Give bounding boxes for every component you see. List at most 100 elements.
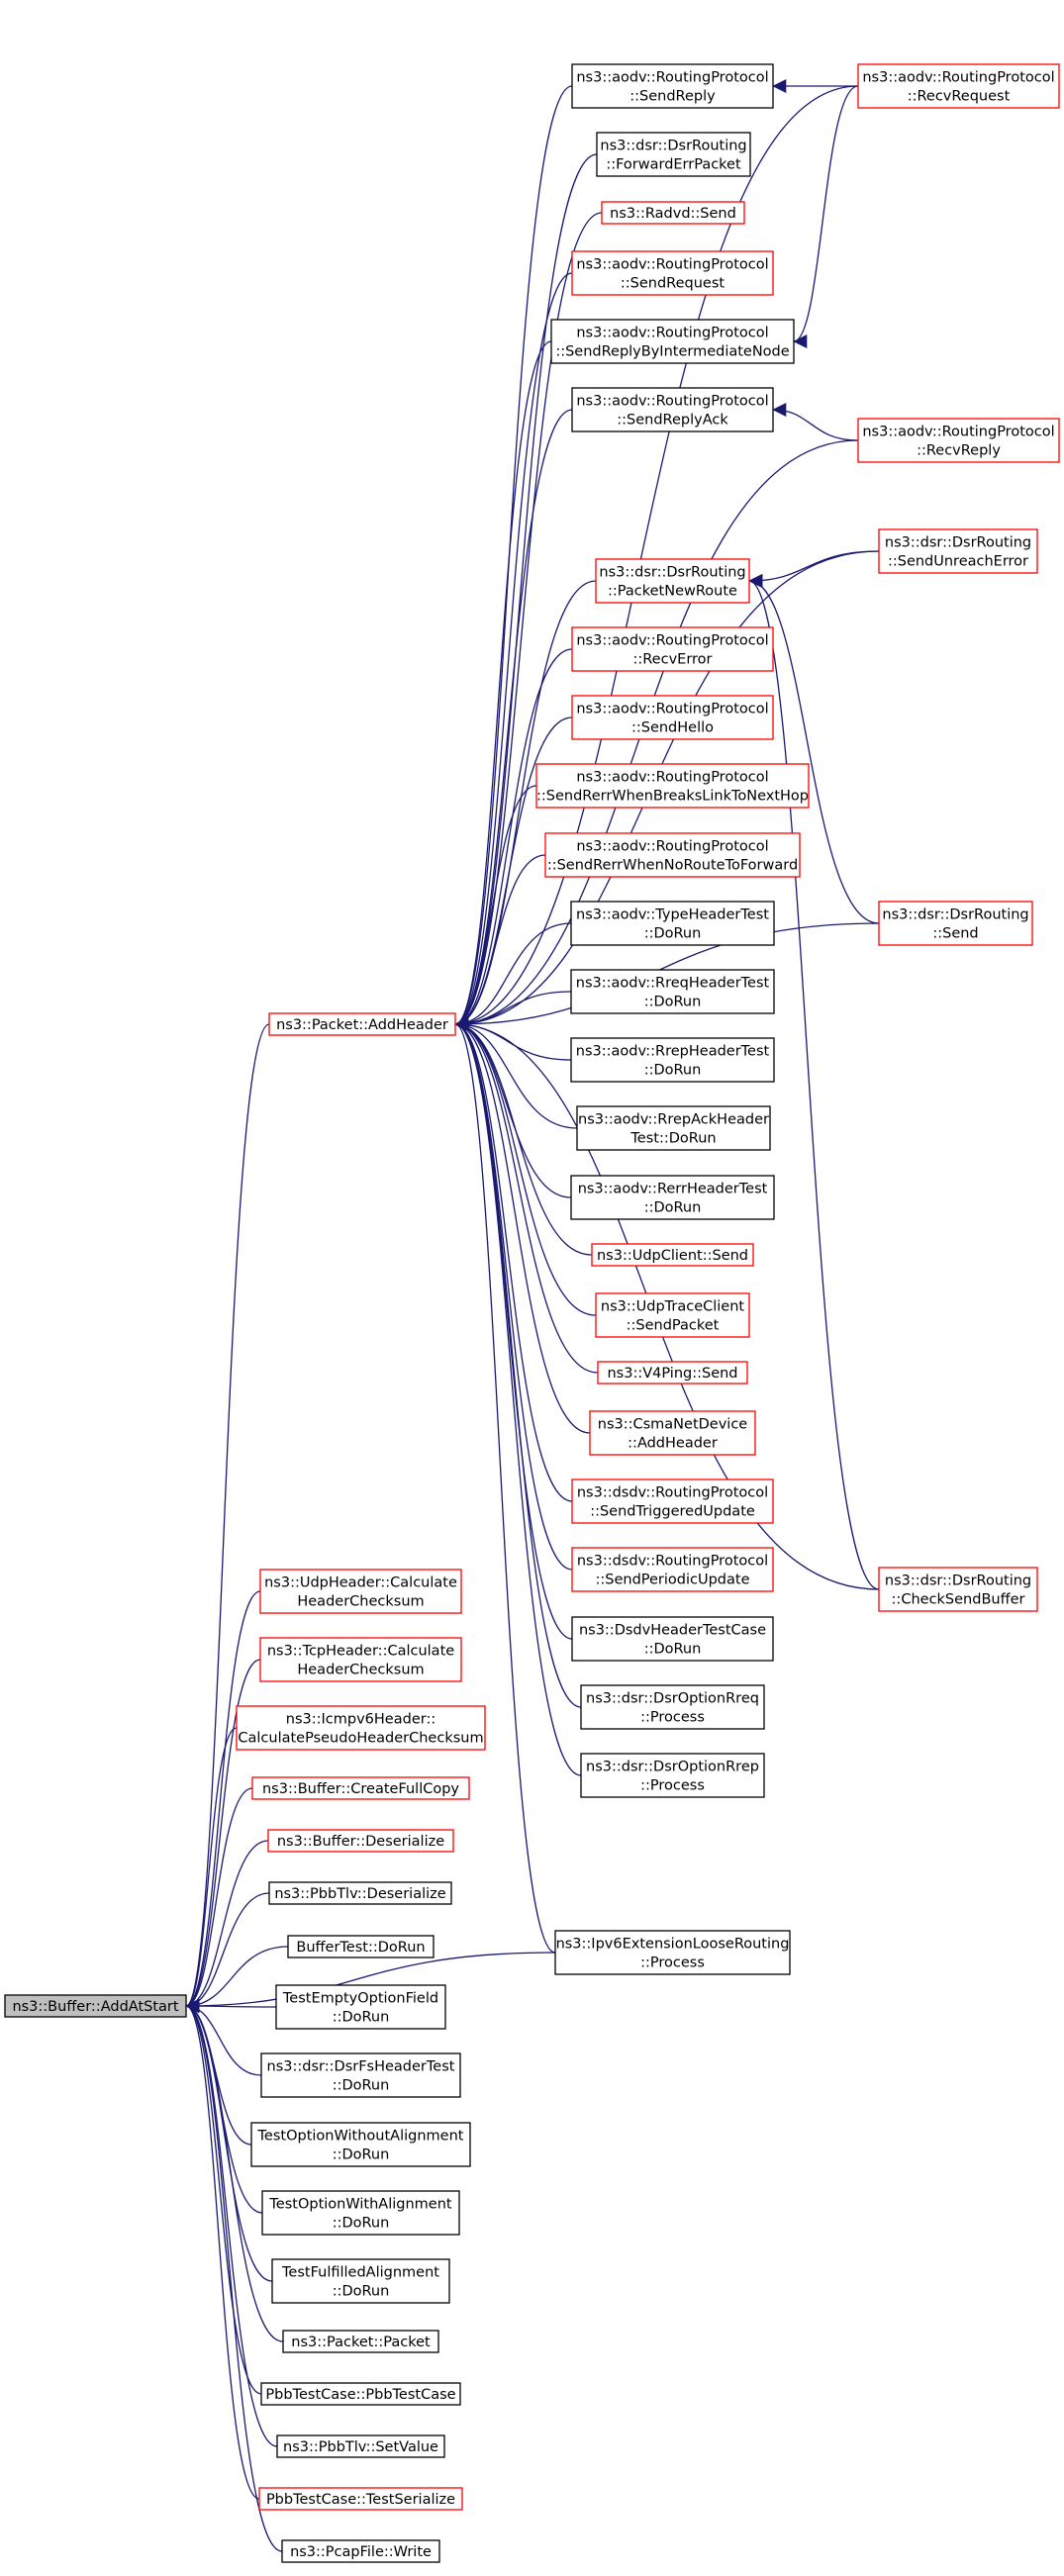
node-box-ipv6_looserouting [554,1930,791,1975]
edge-buffer_createfullcopy-to-root [185,1787,253,2013]
node-label-csma_addheader-line-0: ns3::CsmaNetDevice [598,1417,748,1433]
node-box-aodv_sendrequest [571,250,774,296]
node-label-aodv_typeheadertest-line-0: ns3::aodv::TypeHeaderTest [576,907,769,923]
node-dsr_checksendbuffer[interactable]: ns3::dsr::DsrRouting::CheckSendBuffer [878,1567,1038,1612]
node-pcapfile_write[interactable]: ns3::PcapFile::Write [281,2539,440,2563]
node-dsr_packetnewroute[interactable]: ns3::dsr::DsrRouting::PacketNewRoute [595,558,750,604]
node-aodv_recvreply[interactable]: ns3::aodv::RoutingProtocol::RecvReply [857,418,1060,463]
node-testemptyoption[interactable]: TestEmptyOptionField::DoRun [275,1984,446,2030]
node-buffertest_dorun[interactable]: BufferTest::DoRun [287,1935,435,1958]
node-box-testemptyoption [275,1984,446,2030]
node-aodv_rrepheadertest[interactable]: ns3::aodv::RrepHeaderTest::DoRun [570,1037,775,1083]
edge-aodv_typeheadertest-to-addheader [454,922,572,1031]
node-udptraceclient_sendpacket[interactable]: ns3::UdpTraceClient::SendPacket [595,1292,750,1338]
node-box-pcapfile_write [281,2539,440,2563]
node-box-pbbtestcase_pbbtestcase [260,2382,461,2406]
node-packet_packet[interactable]: ns3::Packet::Packet [282,2330,439,2353]
node-label-udptraceclient_sendpacket-line-1: ::SendPacket [627,1318,720,1334]
node-box-addheader [268,1012,456,1036]
node-label-dsr_fsheadertest-line-1: ::DoRun [333,2078,390,2094]
node-label-tcpheader_checksum-line-1: HeaderChecksum [297,1663,424,1678]
node-label-aodv_recvrequest-line-0: ns3::aodv::RoutingProtocol [862,70,1054,86]
node-aodv_recvrequest[interactable]: ns3::aodv::RoutingProtocol::RecvRequest [857,63,1060,109]
node-label-testemptyoption-line-1: ::DoRun [333,2010,390,2026]
node-aodv_recverror[interactable]: ns3::aodv::RoutingProtocol::RecvError [571,626,774,672]
node-label-aodv_sendrequest-line-1: ::SendRequest [621,276,725,292]
node-testoptionwithout[interactable]: TestOptionWithoutAlignment::DoRun [250,2122,471,2167]
node-dsdv_headertestcase[interactable]: ns3::DsdvHeaderTestCase::DoRun [571,1616,774,1662]
node-label-aodv_rerrheadertest-line-0: ns3::aodv::RerrHeaderTest [578,1182,768,1197]
node-testoptionwith[interactable]: TestOptionWithAlignment::DoRun [261,2190,460,2236]
node-csma_addheader[interactable]: ns3::CsmaNetDevice::AddHeader [589,1410,756,1456]
node-label-csma_addheader-line-1: ::AddHeader [628,1436,718,1452]
node-box-aodv_rrepackheadertest [576,1105,771,1151]
node-udpclient_send[interactable]: ns3::UdpClient::Send [591,1243,754,1267]
node-radvd_send[interactable]: ns3::Radvd::Send [601,201,745,225]
edge-aodv_sendrerrbreaks-to-addheader [454,785,537,1031]
node-dsr_fwderr[interactable]: ns3::dsr::DsrRouting::ForwardErrPacket [596,132,751,177]
edge-packet_packet-to-root [185,1999,284,2342]
node-label-dsdv_sendtriggered-line-0: ns3::dsdv::RoutingProtocol [577,1485,768,1501]
node-dsr_optionrrep[interactable]: ns3::dsr::DsrOptionRrep::Process [580,1753,765,1798]
node-v4ping_send[interactable]: ns3::V4Ping::Send [597,1361,748,1384]
node-box-dsr_optionrrep [580,1753,765,1798]
node-label-aodv_rerrheadertest-line-1: ::DoRun [644,1200,702,1216]
node-root[interactable]: ns3::Buffer::AddAtStart [4,1994,187,2018]
node-box-radvd_send [601,201,745,225]
node-box-pbbtlv_deserialize [268,1881,452,1905]
node-addheader[interactable]: ns3::Packet::AddHeader [268,1012,456,1036]
node-label-dsr_optionrreq-line-0: ns3::dsr::DsrOptionRreq [586,1691,759,1707]
edge-testemptyoption-to-root [185,1999,277,2014]
node-aodv_rerrheadertest[interactable]: ns3::aodv::RerrHeaderTest::DoRun [570,1175,775,1220]
node-pbbtlv_setvalue[interactable]: ns3::PbbTlv::SetValue [276,2434,445,2458]
node-label-dsr_send-line-1: ::Send [932,926,978,942]
node-aodv_rreqheadertest[interactable]: ns3::aodv::RreqHeaderTest::DoRun [570,969,775,1014]
node-box-aodv_sendreply [571,63,774,109]
node-box-udptraceclient_sendpacket [595,1292,750,1338]
node-label-dsdv_sendtriggered-line-1: ::SendTriggeredUpdate [590,1504,755,1520]
node-buffer_createfullcopy[interactable]: ns3::Buffer::CreateFullCopy [251,1776,470,1800]
node-label-dsr_sendunreacherror-line-1: ::SendUnreachError [888,554,1028,570]
node-label-dsdv_sendperiodic-line-1: ::SendPeriodicUpdate [595,1573,749,1588]
node-box-pbbtestcase_testserialize [258,2487,463,2511]
node-box-tcpheader_checksum [259,1637,462,1682]
node-dsr_sendunreacherror[interactable]: ns3::dsr::DsrRouting::SendUnreachError [878,528,1038,574]
node-pbbtestcase_testserialize[interactable]: PbbTestCase::TestSerialize [258,2487,463,2511]
node-label-dsr_sendunreacherror-line-0: ns3::dsr::DsrRouting [885,535,1031,551]
node-aodv_sendrerrnoroute[interactable]: ns3::aodv::RoutingProtocol::SendRerrWhen… [544,832,801,878]
node-box-testfulfilled [271,2258,450,2304]
node-dsdv_sendperiodic[interactable]: ns3::dsdv::RoutingProtocol::SendPeriodic… [571,1547,774,1592]
node-label-aodv_sendrerrbreaks-line-0: ns3::aodv::RoutingProtocol [576,770,768,786]
node-box-root [4,1994,187,2018]
node-aodv_sendreplyintermediate[interactable]: ns3::aodv::RoutingProtocol::SendReplyByI… [550,319,795,364]
edge-pbbtestcase_testserialize-to-root [185,1999,260,2500]
node-aodv_typeheadertest[interactable]: ns3::aodv::TypeHeaderTest::DoRun [570,901,775,946]
node-aodv_sendrequest[interactable]: ns3::aodv::RoutingProtocol::SendRequest [571,250,774,296]
node-label-root-line-0: ns3::Buffer::AddAtStart [12,1999,178,2015]
node-aodv_sendreply[interactable]: ns3::aodv::RoutingProtocol::SendReply [571,63,774,109]
node-pbbtlv_deserialize[interactable]: ns3::PbbTlv::Deserialize [268,1881,452,1905]
node-icmpv6_checksum[interactable]: ns3::Icmpv6Header::CalculatePseudoHeader… [236,1705,486,1751]
node-dsdv_sendtriggered[interactable]: ns3::dsdv::RoutingProtocol::SendTriggere… [571,1479,774,1524]
edge-addheader-to-root [185,1023,270,2013]
node-label-pbbtestcase_testserialize-line-0: PbbTestCase::TestSerialize [266,2492,455,2508]
node-buffer_deserialize[interactable]: ns3::Buffer::Deserialize [267,1829,454,1853]
node-label-testemptyoption-line-0: TestEmptyOptionField [282,1991,438,2007]
node-dsr_optionrreq[interactable]: ns3::dsr::DsrOptionRreq::Process [580,1684,765,1730]
node-box-aodv_typeheadertest [570,901,775,946]
node-dsr_fsheadertest[interactable]: ns3::dsr::DsrFsHeaderTest::DoRun [260,2052,461,2098]
edge-pbbtlv_setvalue-to-root [185,1999,278,2447]
node-ipv6_looserouting[interactable]: ns3::Ipv6ExtensionLooseRouting::Process [554,1930,791,1975]
node-label-testfulfilled-line-0: TestFulfilledAlignment [281,2265,439,2281]
node-aodv_sendrerrbreaks[interactable]: ns3::aodv::RoutingProtocol::SendRerrWhen… [535,763,810,809]
node-dsr_send[interactable]: ns3::dsr::DsrRouting::Send [878,901,1033,946]
node-layer: ns3::Buffer::AddAtStart ns3::Packet::AddH… [4,63,1060,2563]
node-testfulfilled[interactable]: TestFulfilledAlignment::DoRun [271,2258,450,2304]
node-aodv_sendreplyack[interactable]: ns3::aodv::RoutingProtocol::SendReplyAck [571,387,774,432]
node-pbbtestcase_pbbtestcase[interactable]: PbbTestCase::PbbTestCase [260,2382,461,2406]
node-label-aodv_rreqheadertest-line-0: ns3::aodv::RreqHeaderTest [576,976,770,992]
node-aodv_sendhello[interactable]: ns3::aodv::RoutingProtocol::SendHello [571,695,774,740]
